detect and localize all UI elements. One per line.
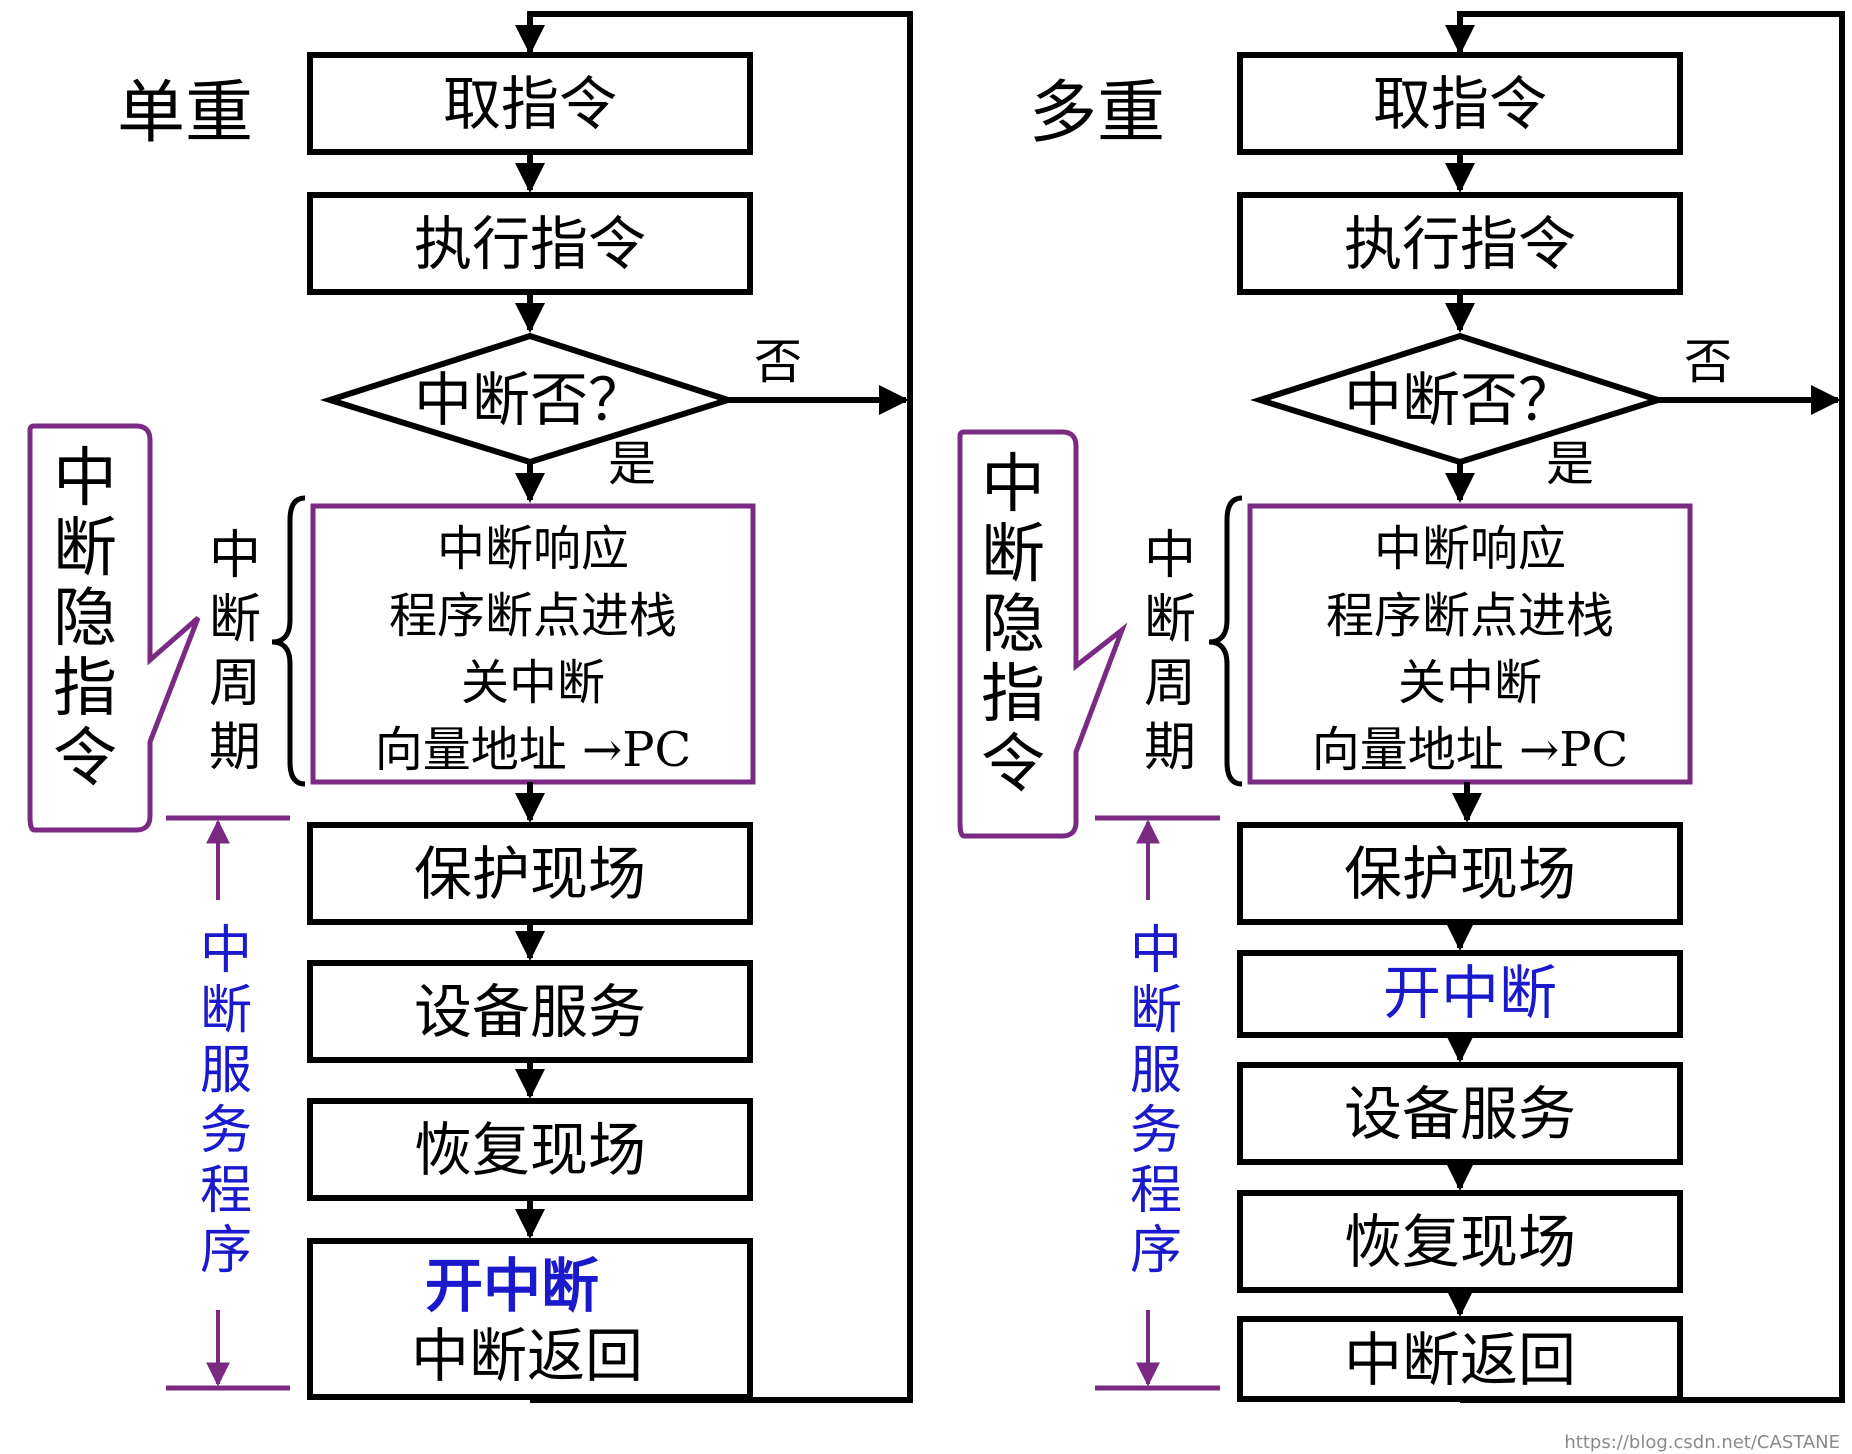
left-save-box bbox=[307, 822, 753, 925]
left-enable-label: 开中断 bbox=[425, 1252, 599, 1320]
svg-text:期: 期 bbox=[1144, 718, 1196, 778]
svg-text:中: 中 bbox=[53, 442, 117, 516]
svg-text:隐: 隐 bbox=[53, 582, 117, 656]
svg-text:中: 中 bbox=[200, 921, 252, 981]
right-cycle-line-1: 中断响应 bbox=[1374, 521, 1566, 577]
right-cycle-line-4: 向量地址 →PC bbox=[1312, 722, 1629, 778]
left-return-label: 中断返回 bbox=[411, 1322, 643, 1390]
left-cycle-brace-label: 中 断 周 期 bbox=[209, 526, 261, 778]
right-loop-line bbox=[1445, 11, 1845, 1403]
svg-text:断: 断 bbox=[1130, 981, 1182, 1041]
right-no-label: 否 bbox=[1684, 334, 1732, 390]
right-return-label: 中断返回 bbox=[1344, 1326, 1576, 1394]
left-cycle-brace bbox=[271, 495, 306, 787]
right-save-box bbox=[1237, 822, 1683, 925]
left-restore-box bbox=[307, 1098, 753, 1201]
right-cycle-box bbox=[1247, 503, 1693, 785]
right-service-label: 中 断 服 务 程 序 bbox=[1130, 921, 1182, 1281]
right-save-label: 保护现场 bbox=[1344, 840, 1576, 908]
left-cycle-line-2: 程序断点进栈 bbox=[389, 588, 677, 644]
right-decision-label: 中断否？ bbox=[1344, 366, 1576, 434]
right-cycle-brace-label: 中 断 周 期 bbox=[1144, 526, 1196, 778]
svg-text:程: 程 bbox=[1130, 1161, 1182, 1221]
svg-text:断: 断 bbox=[53, 512, 117, 586]
svg-text:隐: 隐 bbox=[981, 588, 1045, 662]
svg-text:服: 服 bbox=[1130, 1041, 1182, 1101]
left-execute-box bbox=[307, 192, 753, 295]
svg-text:令: 令 bbox=[53, 722, 117, 796]
left-enable-return-box bbox=[307, 1238, 753, 1400]
right-fetch-label: 取指令 bbox=[1373, 70, 1547, 138]
left-no-label: 否 bbox=[754, 334, 802, 390]
left-service-label: 中 断 服 务 程 序 bbox=[200, 921, 252, 1281]
svg-text:断: 断 bbox=[209, 590, 261, 650]
right-hidden-callout bbox=[957, 429, 1128, 839]
right-return-box bbox=[1237, 1316, 1683, 1402]
svg-text:中: 中 bbox=[1130, 921, 1182, 981]
right-cycle-line-3: 关中断 bbox=[1398, 655, 1542, 711]
right-cycle-line-2: 程序断点进栈 bbox=[1326, 588, 1614, 644]
left-cycle-box bbox=[310, 503, 756, 785]
right-flowchart: 多重 取指令 执行指令 中断否？ 否 是 中断响应 程序断点进栈 关中断 向量地… bbox=[957, 11, 1845, 1403]
left-loop-line bbox=[515, 11, 913, 1403]
left-flowchart: 单重 取指令 执行指令 中断否？ 否 是 中断响应 程序断点进栈 关中断 向量地… bbox=[27, 11, 913, 1403]
svg-text:务: 务 bbox=[1130, 1101, 1182, 1161]
svg-text:务: 务 bbox=[200, 1101, 252, 1161]
svg-text:指: 指 bbox=[981, 658, 1045, 732]
svg-text:程: 程 bbox=[200, 1161, 252, 1221]
left-decision-label: 中断否？ bbox=[414, 366, 646, 434]
right-cycle-brace bbox=[1208, 495, 1243, 787]
right-device-label: 设备服务 bbox=[1344, 1080, 1576, 1148]
svg-text:中: 中 bbox=[981, 448, 1045, 522]
right-yes-label: 是 bbox=[1546, 436, 1594, 492]
right-execute-label: 执行指令 bbox=[1344, 210, 1576, 278]
svg-text:周: 周 bbox=[209, 654, 261, 714]
svg-text:期: 期 bbox=[209, 718, 261, 778]
svg-text:周: 周 bbox=[1144, 654, 1196, 714]
right-device-box bbox=[1237, 1062, 1683, 1165]
right-enable-label: 开中断 bbox=[1383, 959, 1557, 1027]
left-fetch-box bbox=[307, 52, 753, 155]
svg-text:序: 序 bbox=[1130, 1221, 1182, 1281]
watermark: https://blog.csdn.net/CASTANE bbox=[1564, 1432, 1840, 1453]
left-hidden-callout bbox=[27, 423, 201, 833]
svg-text:序: 序 bbox=[200, 1221, 252, 1281]
right-restore-label: 恢复现场 bbox=[1344, 1208, 1576, 1276]
left-hidden-label: 中 断 隐 指 令 bbox=[53, 442, 117, 796]
left-cycle-line-4: 向量地址 →PC bbox=[375, 722, 692, 778]
left-device-label: 设备服务 bbox=[414, 978, 646, 1046]
left-yes-label: 是 bbox=[608, 436, 656, 492]
right-title: 多重 bbox=[1029, 74, 1165, 153]
svg-text:中: 中 bbox=[1144, 526, 1196, 586]
svg-text:断: 断 bbox=[981, 518, 1045, 592]
left-cycle-line-1: 中断响应 bbox=[437, 521, 629, 577]
left-execute-label: 执行指令 bbox=[414, 210, 646, 278]
left-restore-label: 恢复现场 bbox=[414, 1116, 646, 1184]
left-save-label: 保护现场 bbox=[414, 840, 646, 908]
left-title: 单重 bbox=[117, 74, 253, 153]
right-fetch-box bbox=[1237, 52, 1683, 155]
svg-text:令: 令 bbox=[981, 728, 1045, 802]
left-cycle-line-3: 关中断 bbox=[461, 655, 605, 711]
svg-text:断: 断 bbox=[1144, 590, 1196, 650]
svg-text:服: 服 bbox=[200, 1041, 252, 1101]
left-fetch-label: 取指令 bbox=[443, 70, 617, 138]
svg-text:指: 指 bbox=[53, 652, 117, 726]
right-execute-box bbox=[1237, 192, 1683, 295]
svg-text:中: 中 bbox=[209, 526, 261, 586]
svg-text:断: 断 bbox=[200, 981, 252, 1041]
right-hidden-label: 中 断 隐 指 令 bbox=[981, 448, 1045, 802]
